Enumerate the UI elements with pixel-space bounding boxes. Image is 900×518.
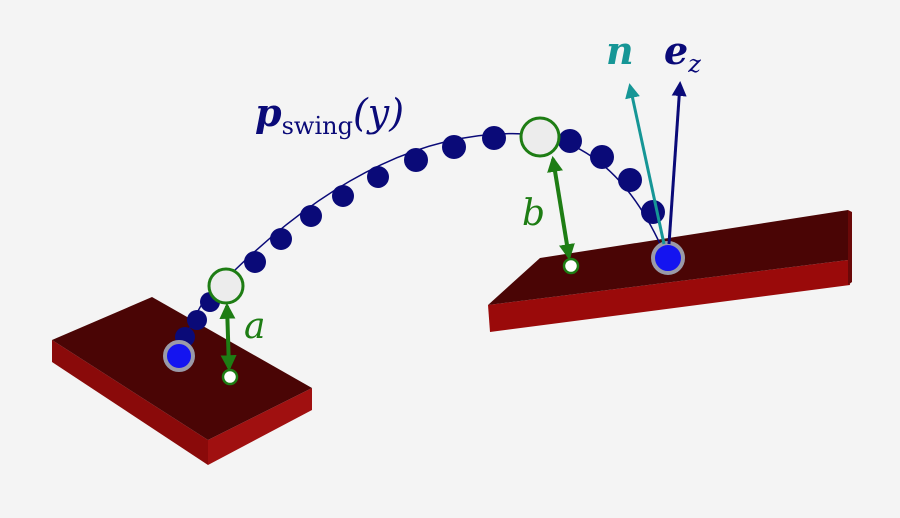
height-a-base-point [221,368,239,386]
trajectory-point [300,205,322,227]
label-p: p [255,90,282,135]
trajectory-point [332,185,354,207]
trajectory-point [367,166,389,188]
label-argument: (y) [353,91,404,135]
ez-vector-arrow [667,81,687,245]
ez-e: e [664,28,688,73]
keypoint-b-circle [519,116,561,158]
trajectory-point [404,148,428,172]
keypoint-a-circle [207,267,245,305]
left-plate-front [208,388,312,465]
trajectory-point [558,129,582,153]
height-a-label: a [244,306,265,347]
height-a-arrow [219,302,237,372]
height-b-base-point [562,257,580,275]
right-plate-edge [848,210,852,285]
trajectory-point [482,126,506,150]
swing-trajectory-label: pswing(y) [255,90,404,140]
left-foothold-plate [52,297,312,465]
left-plate-side [52,340,208,465]
right-plate-front [488,260,850,332]
ez-vector-label: ez [664,28,701,78]
trajectory-point [244,251,266,273]
trajectory-point [618,168,642,192]
trajectory-point [641,200,665,224]
end-foot-position [651,241,685,275]
trajectory-point [442,135,466,159]
trajectory-point [590,145,614,169]
label-swing-subscript: swing [282,112,353,140]
height-b-label: b [522,193,545,234]
start-foot-position [163,340,195,372]
ez-subscript: z [687,50,701,78]
trajectory-points [175,126,665,347]
normal-vector-arrow [625,83,666,245]
trajectory-point [187,310,207,330]
trajectory-point [270,228,292,250]
normal-vector-label: n [606,28,634,73]
height-b-arrow [547,155,575,261]
